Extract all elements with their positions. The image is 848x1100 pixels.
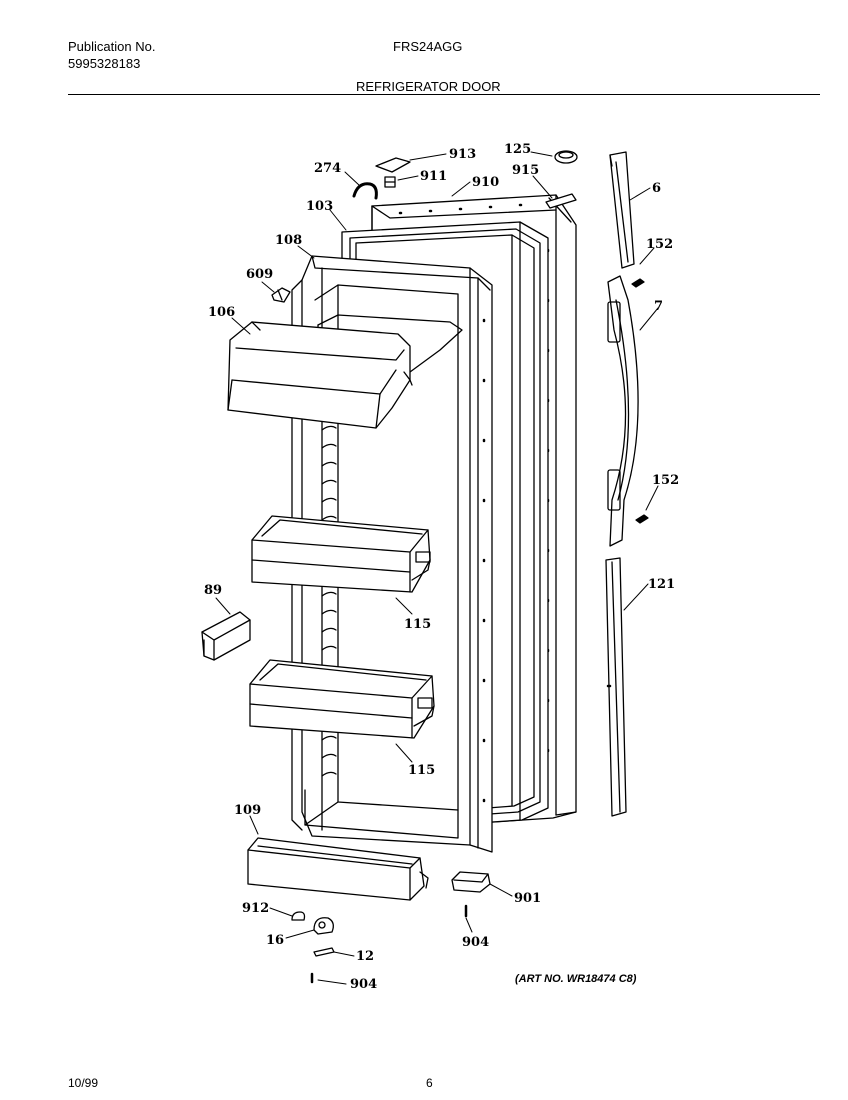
callout-16: 16 [266,933,284,948]
part-901-cover [451,871,491,893]
header-rule [68,94,820,95]
handle-trim-121 [605,557,627,817]
publication-label: Publication No. [68,39,156,54]
callout-152-bottom: 152 [652,473,679,488]
screw-152-bottom [635,514,649,524]
door-shelf-upper [251,515,431,593]
callout-121: 121 [648,577,675,592]
callout-904-b: 904 [350,977,377,992]
section-title: REFRIGERATOR DOOR [356,79,501,94]
publication-number: 5995328183 [68,56,141,71]
art-number: (ART NO. WR18474 C8) [515,973,637,985]
part-911-clip [384,176,396,188]
callout-912: 912 [242,901,269,916]
callout-89: 89 [204,583,222,598]
callout-152-top: 152 [646,237,673,252]
part-913-bracket [375,157,411,173]
screw-152-top [631,278,645,288]
part-274-hinge [352,182,378,200]
part-609-fitting [271,287,291,303]
callout-904-a: 904 [462,935,489,950]
model-number: FRS24AGG [393,39,463,54]
callout-609: 609 [246,267,273,282]
part-16-cam [313,917,334,935]
callout-915: 915 [512,163,539,178]
callout-106: 106 [208,305,235,320]
part-125-cap [554,150,578,164]
callout-12: 12 [356,949,374,964]
dairy-bin [227,321,413,429]
callout-108: 108 [275,233,302,248]
callout-901: 901 [514,891,541,906]
handle-7 [607,275,639,547]
leader-lines [215,151,659,985]
part-912-cap [291,911,306,921]
page-number: 6 [426,1076,433,1090]
part-89-tray [201,611,251,661]
part-12-pin [313,947,335,957]
callout-115-upper: 115 [404,617,431,632]
callout-910: 910 [472,175,499,190]
bottom-bin [247,837,429,901]
callout-125: 125 [504,142,531,157]
part-915-strip [545,193,577,209]
callout-7: 7 [654,299,663,314]
callout-911: 911 [420,169,447,184]
callout-913: 913 [449,147,476,162]
callout-6: 6 [652,181,661,196]
callout-115-lower: 115 [408,763,435,778]
callout-109: 109 [234,803,261,818]
callout-103: 103 [306,199,333,214]
footer-date: 10/99 [68,1076,99,1090]
callout-274: 274 [314,161,341,176]
handle-cap-top-6 [609,151,635,269]
door-shelf-lower [249,659,435,739]
